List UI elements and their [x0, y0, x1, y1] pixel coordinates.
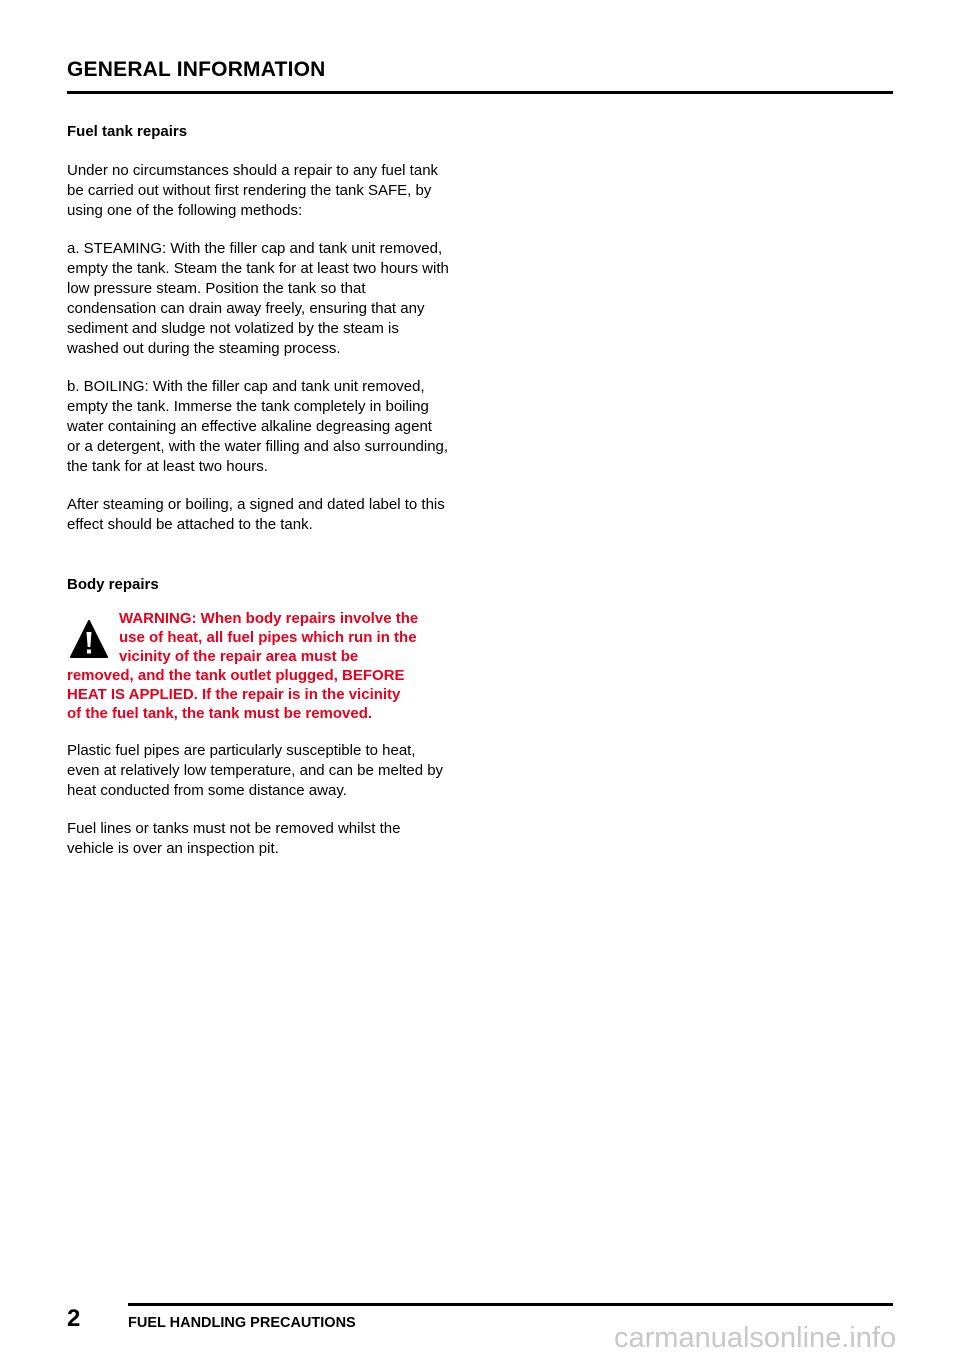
label-note-paragraph: After steaming or boiling, a signed and …: [67, 496, 445, 533]
footer-section-title: FUEL HANDLING PRECAUTIONS: [128, 1315, 356, 1331]
warning-line: use of heat, all fuel pipes which run in…: [119, 629, 417, 646]
body-repairs-heading: Body repairs: [67, 576, 159, 593]
inspection-pit-paragraph: Fuel lines or tanks must not be removed …: [67, 820, 401, 857]
warning-line: HEAT IS APPLIED. If the repair is in the…: [67, 686, 401, 703]
page-header-title: GENERAL INFORMATION: [67, 58, 326, 81]
warning-triangle-icon: [70, 620, 108, 658]
content-column: Fuel tank repairs Under no circumstances…: [67, 120, 449, 859]
body-repairs-warning: WARNING: When body repairs involve the u…: [67, 609, 449, 723]
watermark: carmanualsonline.info: [614, 1322, 897, 1354]
page-number: 2: [67, 1305, 81, 1332]
steaming-paragraph: a. STEAMING: With the filler cap and tan…: [67, 240, 449, 357]
warning-line: removed, and the tank outlet plugged, BE…: [67, 667, 405, 684]
header-divider: [67, 91, 893, 94]
fuel-tank-repairs-heading: Fuel tank repairs: [67, 123, 188, 140]
warning-line: of the fuel tank, the tank must be remov…: [67, 705, 373, 722]
warning-line: vicinity of the repair area must be: [119, 648, 359, 665]
fuel-tank-intro-paragraph: Under no circumstances should a repair t…: [67, 162, 439, 219]
warning-line: WARNING: When body repairs involve the: [119, 610, 419, 627]
footer-divider: [128, 1303, 893, 1306]
boiling-paragraph: b. BOILING: With the filler cap and tank…: [67, 378, 449, 475]
plastic-pipes-paragraph: Plastic fuel pipes are particularly susc…: [67, 742, 444, 799]
